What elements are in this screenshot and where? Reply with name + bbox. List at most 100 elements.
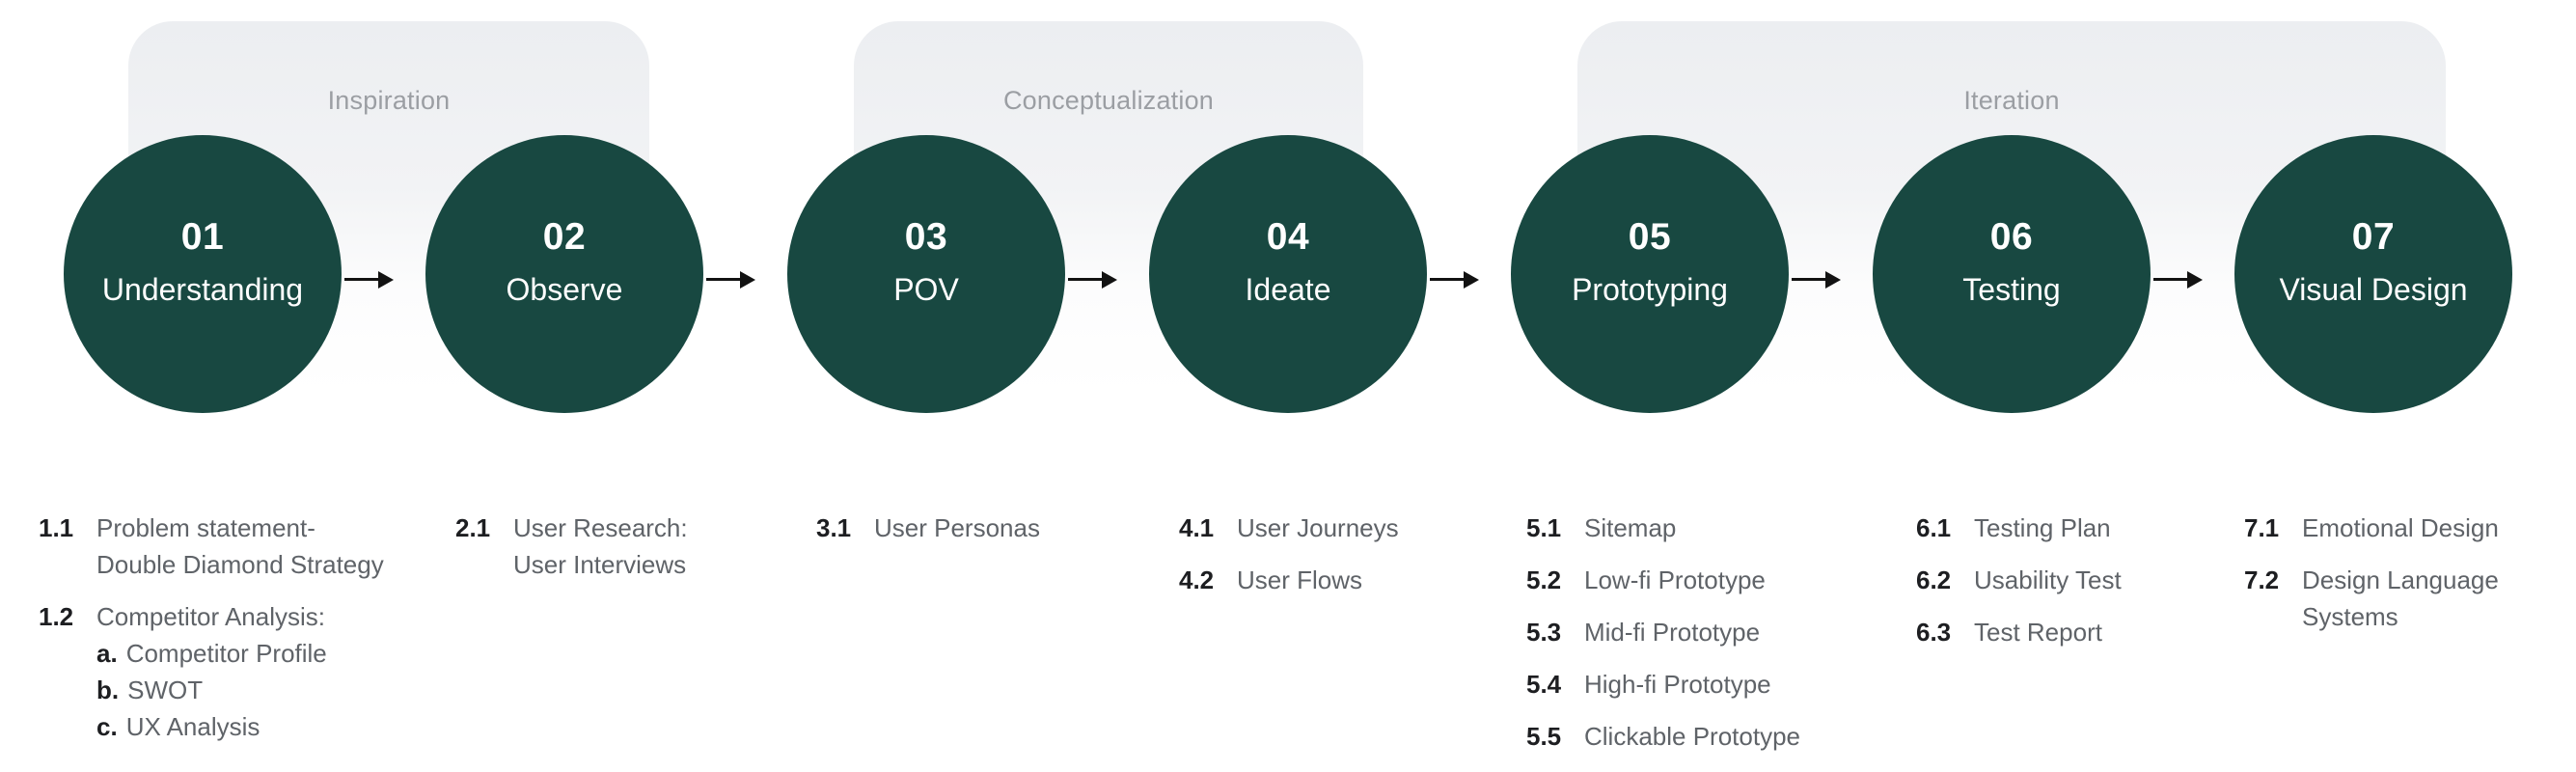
item-number: 1.1 [39,513,74,542]
item-text: Clickable Prototype [1584,722,1800,751]
step-circle-pov: 03 POV [787,135,1065,413]
deliverable-item: 2.1 User Research: User Interviews [455,510,803,583]
deliverables-column-3: 3.1 User Personas [816,510,1164,546]
deliverable-item: 6.1 Testing Plan [1916,510,2234,546]
item-number: 5.3 [1526,618,1562,647]
item-text: Usability Test [1974,565,2122,594]
flow-arrow-icon [706,270,755,289]
deliverable-item: 7.2 Design Language Systems [2244,562,2534,635]
step-number: 05 [1628,215,1672,258]
item-number: 5.1 [1526,513,1562,542]
step-circle-text: 03 POV [893,215,959,307]
item-number: 6.2 [1916,565,1952,594]
sub-item-text: SWOT [127,676,204,704]
item-text: High-fi Prototype [1584,670,1771,699]
item-number: 7.2 [2244,565,2280,594]
step-circle-text: 02 Observe [506,215,623,307]
step-circle-text: 04 Ideate [1245,216,1331,307]
item-text: User Journeys [1237,513,1399,542]
step-number: 03 [904,215,948,258]
item-number: 5.2 [1526,565,1562,594]
sub-item: b.SWOT [96,672,425,708]
deliverables-column-2: 2.1 User Research: User Interviews [455,510,803,583]
step-circle-understanding: 01 Understanding [64,135,342,413]
item-text: Emotional Design [2302,513,2499,542]
step-label: Ideate [1245,271,1331,307]
item-number: 4.2 [1179,565,1215,594]
deliverable-item: 4.2 User Flows [1179,562,1507,598]
flow-arrow-icon [2153,270,2203,289]
step-circle-testing: 06 Testing [1873,135,2151,413]
step-circle-text: 06 Testing [1962,215,2061,307]
deliverable-item: 3.1 User Personas [816,510,1164,546]
item-text: User Personas [874,513,1040,542]
deliverables-column-5: 5.1 Sitemap 5.2 Low-fi Prototype 5.3 Mid… [1526,510,1893,755]
step-label: Testing [1962,271,2061,307]
item-text: Mid-fi Prototype [1584,618,1761,647]
step-label: Visual Design [2279,271,2468,307]
deliverable-item: 4.1 User Journeys [1179,510,1507,546]
sub-item-text: Competitor Profile [125,639,327,668]
deliverable-item: 1.1 Problem statement- Double Diamond St… [39,510,425,583]
step-circle-text: 05 Prototyping [1572,215,1728,307]
flow-arrow-icon [344,270,394,289]
step-circle-text: 01 Understanding [101,216,304,307]
item-number: 1.2 [39,602,74,631]
step-circle-text: 07 Visual Design [2279,215,2468,307]
phase-band-label: Iteration [1963,86,2060,115]
deliverable-item: 6.2 Usability Test [1916,562,2234,598]
step-number: 02 [542,215,587,258]
item-number: 4.1 [1179,513,1215,542]
step-number: 07 [2351,215,2396,258]
item-text: Competitor Analysis: [96,602,325,631]
item-number: 7.1 [2244,513,2280,542]
deliverable-item: 5.5 Clickable Prototype [1526,718,1893,755]
step-circle-prototyping: 05 Prototyping [1511,135,1789,413]
deliverables-column-7: 7.1 Emotional Design 7.2 Design Language… [2244,510,2534,635]
deliverable-item: 1.2 Competitor Analysis: a.Competitor Pr… [39,598,425,745]
step-label: Prototyping [1572,271,1728,307]
sub-item-letter: a. [96,639,118,668]
deliverables-column-4: 4.1 User Journeys 4.2 User Flows [1179,510,1507,598]
step-circle-visual-design: 07 Visual Design [2234,135,2512,413]
flow-arrow-icon [1430,270,1479,289]
item-body: Problem statement- Double Diamond Strate… [96,510,425,583]
sub-item-letter: c. [96,712,118,741]
item-text: Design Language Systems [2302,565,2499,631]
step-label: POV [893,271,959,307]
item-number: 5.4 [1526,670,1562,699]
phase-band-label: Conceptualization [1002,86,1215,115]
item-text: Test Report [1974,618,2102,647]
item-text: Problem statement- Double Diamond Strate… [96,513,384,579]
item-text: User Research: User Interviews [513,513,688,579]
item-text: Sitemap [1584,513,1677,542]
deliverable-item: 7.1 Emotional Design [2244,510,2534,546]
item-text: Low-fi Prototype [1584,565,1766,594]
item-number: 6.3 [1916,618,1952,647]
item-number: 5.5 [1526,722,1562,751]
step-label: Observe [506,271,623,307]
step-circle-observe: 02 Observe [425,135,703,413]
flow-arrow-icon [1068,270,1117,289]
deliverable-item: 5.2 Low-fi Prototype [1526,562,1893,598]
deliverable-item: 5.3 Mid-fi Prototype [1526,614,1893,650]
sub-item-letter: b. [96,676,120,704]
item-text: User Flows [1237,565,1363,594]
item-number: 2.1 [455,513,491,542]
sub-item-text: UX Analysis [125,712,260,741]
item-number: 3.1 [816,513,852,542]
sub-item: a.Competitor Profile [96,635,425,672]
deliverable-item: 5.1 Sitemap [1526,510,1893,546]
step-circle-ideate: 04 Ideate [1149,135,1427,413]
item-body: Competitor Analysis: a.Competitor Profil… [96,598,425,745]
sub-item: c.UX Analysis [96,708,425,745]
deliverable-item: 5.4 High-fi Prototype [1526,666,1893,703]
deliverables-column-6: 6.1 Testing Plan 6.2 Usability Test 6.3 … [1916,510,2234,650]
flow-arrow-icon [1792,270,1841,289]
deliverable-item: 6.3 Test Report [1916,614,2234,650]
step-number: 06 [1989,215,2034,258]
deliverables-column-1: 1.1 Problem statement- Double Diamond St… [39,510,425,745]
step-label: Understanding [101,271,304,307]
phase-band-label: Inspiration [327,86,451,115]
